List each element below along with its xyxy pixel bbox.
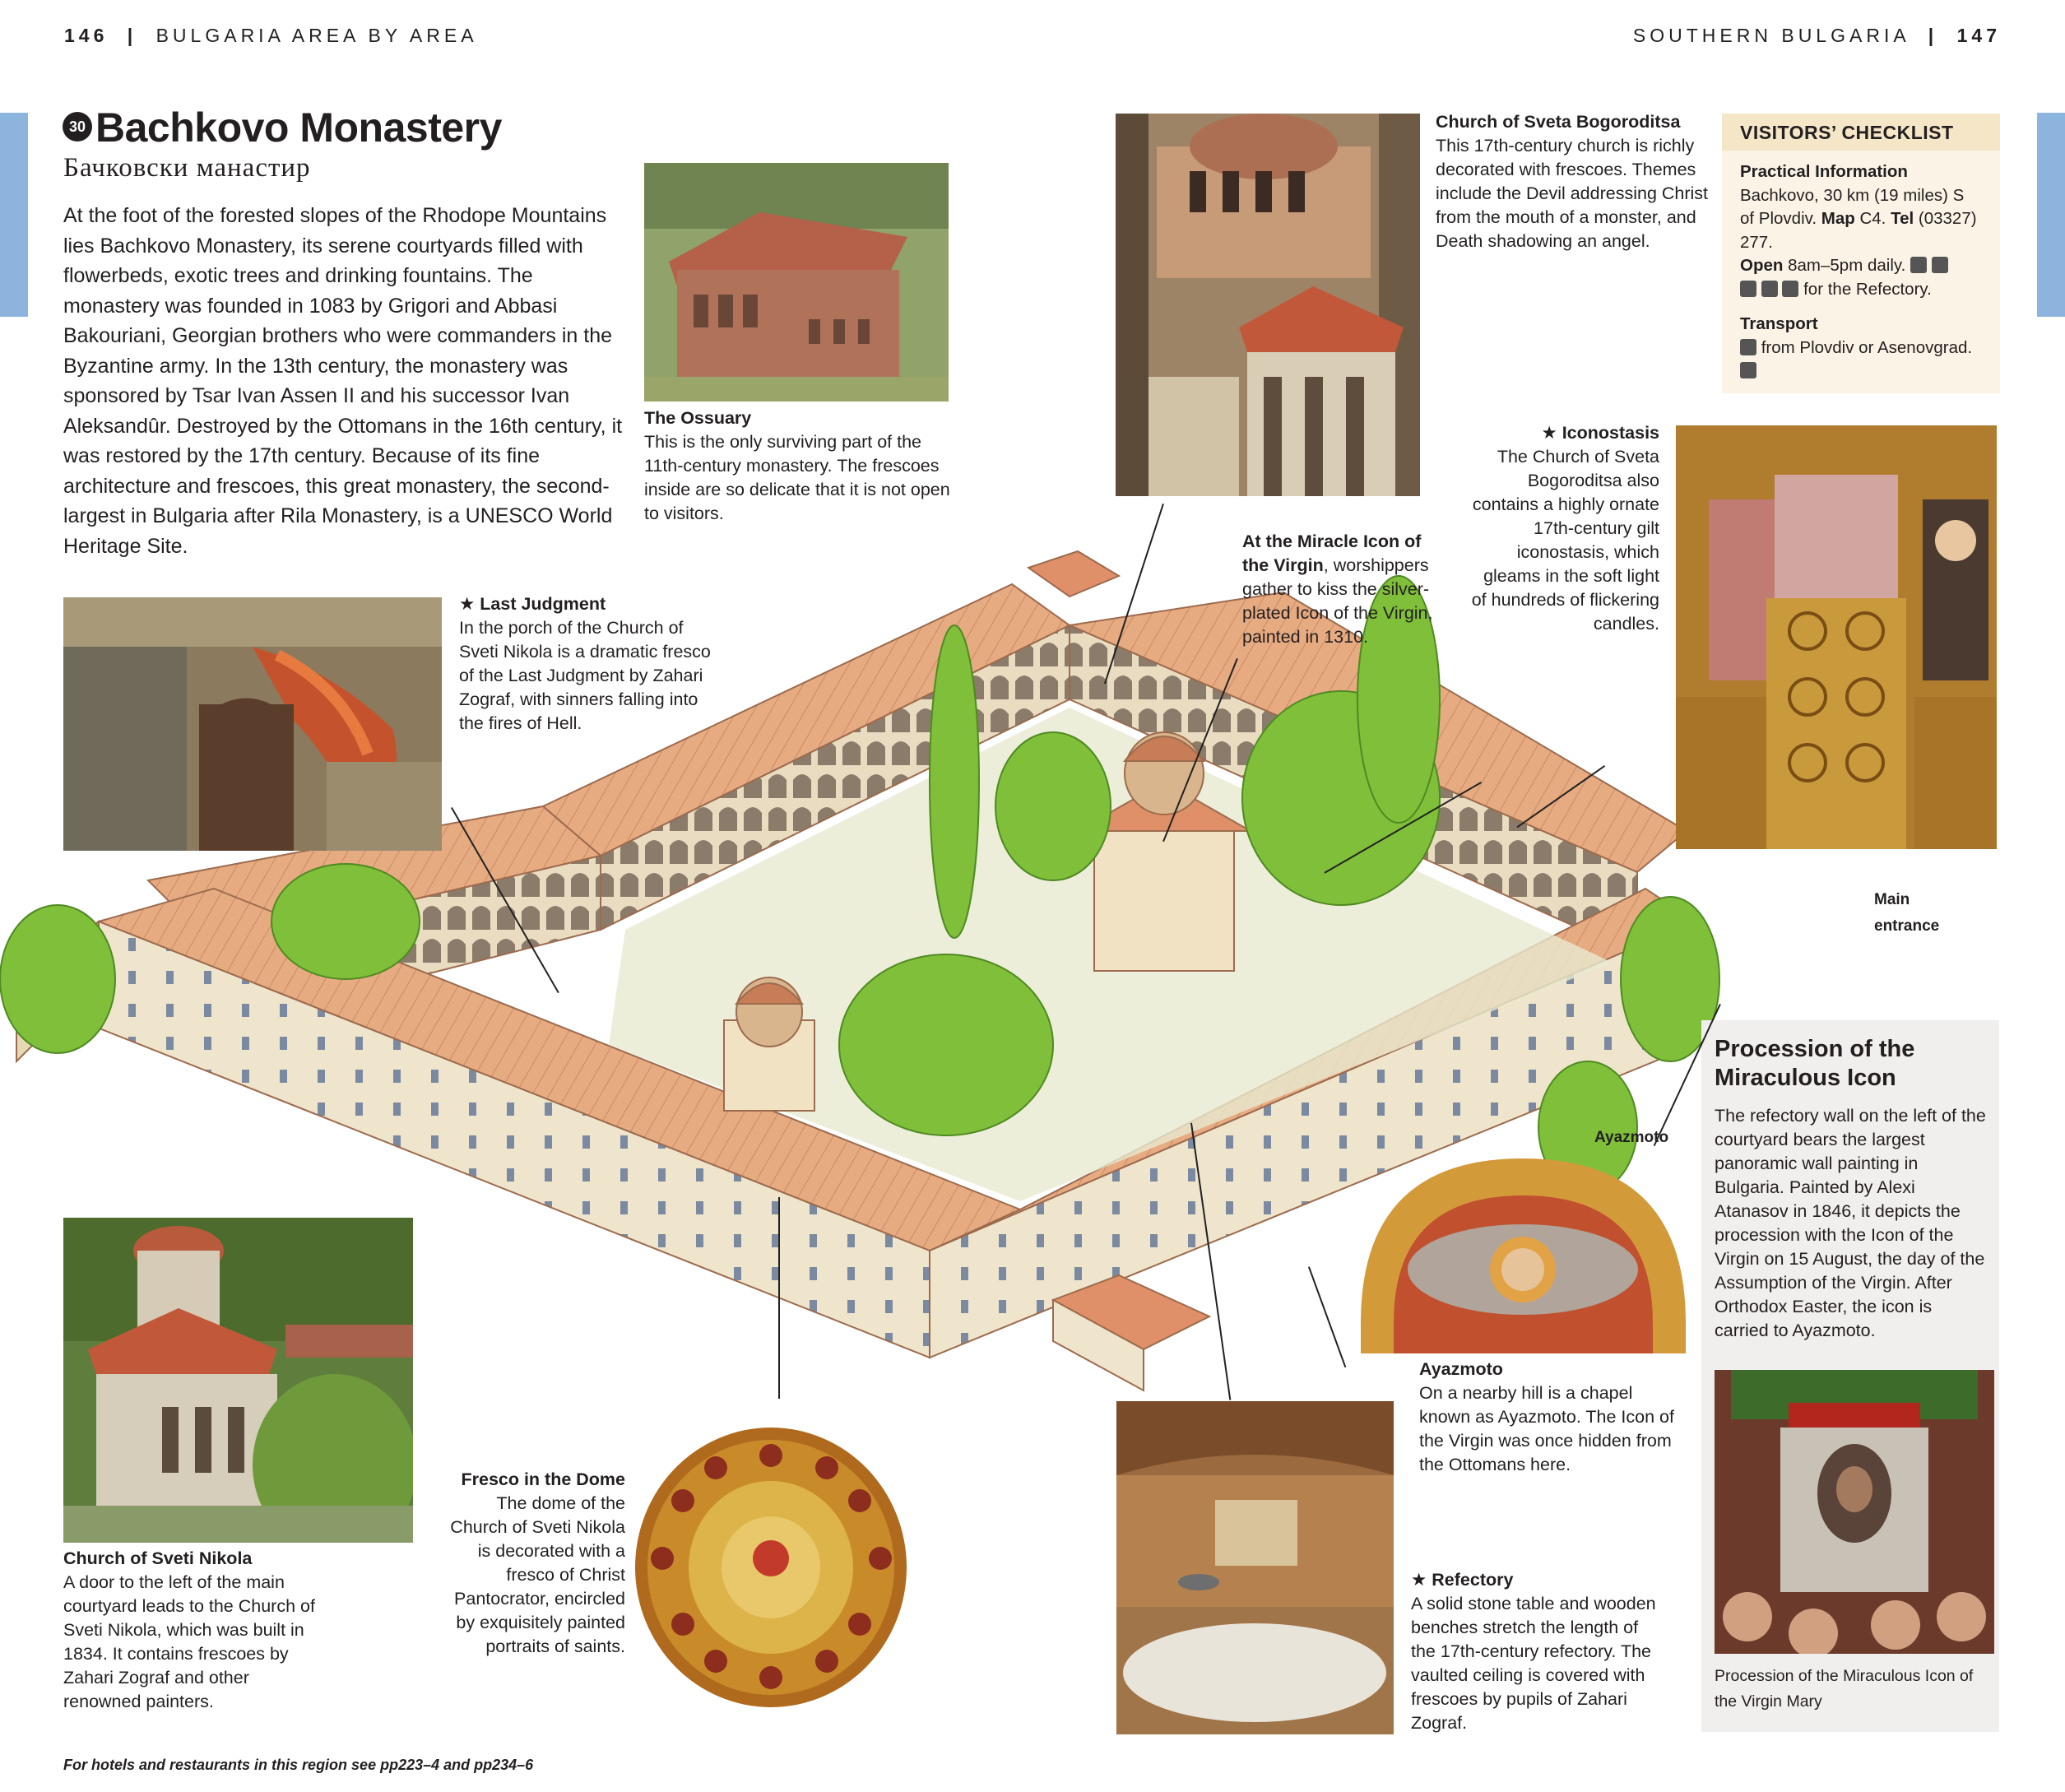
checklist-body: Practical Information Bachkovo, 30 km (1… (1722, 151, 2000, 383)
dome-caption-text: The dome of the Church of Sveti Nikola i… (450, 1493, 625, 1656)
ossuary-caption-title: The Ossuary (644, 408, 752, 428)
page-number-right: 147 (1956, 25, 2001, 46)
ayazmoto-caption-text: On a nearby hill is a chapel known as Ay… (1419, 1383, 1674, 1474)
section-title-right: SOUTHERN BULGARIA (1632, 25, 1910, 46)
checklist-address: Bachkovo, 30 km (19 miles) S of Plovdiv. (1740, 185, 1965, 229)
iconostasis-caption: ★ Iconostasis The Church of Sveta Bogoro… (1464, 421, 1659, 636)
procession-photo (1715, 1370, 1994, 1654)
native-title: Бачковски манастир (63, 153, 311, 183)
ayazmoto-caption-title: Ayazmoto (1419, 1359, 1503, 1379)
practical-heading: Practical Information (1740, 162, 1908, 181)
guide-icon (1761, 280, 1778, 297)
running-header-left: 146 | BULGARIA AREA BY AREA (64, 25, 478, 46)
section-title-left: BULGARIA AREA BY AREA (155, 25, 478, 46)
miracle-icon-caption: At the Miracle Icon of the Virgin, worsh… (1242, 530, 1448, 649)
sidebar-title: Procession of the Miraculous Icon (1715, 1036, 1915, 1091)
last-judgment-caption-text: In the porch of the Church of Sveti Niko… (459, 618, 711, 733)
transport-heading: Transport (1740, 314, 1818, 333)
transport-text: from Plovdiv or Asenovgrad. (1761, 337, 1973, 357)
shop-icon (1931, 257, 1948, 273)
section-tab-right (2037, 113, 2065, 317)
dome-caption: Fresco in the Dome The dome of the Churc… (444, 1468, 625, 1659)
refectory-caption: ★ Refectory A solid stone table and wood… (1411, 1568, 1658, 1735)
dome-caption-title: Fresco in the Dome (461, 1469, 625, 1489)
entry-number-badge: 30 (63, 112, 92, 142)
ayazmoto-fresco-photo (1361, 1158, 1686, 1353)
star-icon: ★ (1541, 423, 1557, 443)
refectory-note: for the Refectory. (1803, 279, 1932, 299)
tel-label: Tel (1891, 209, 1914, 228)
iconostasis-caption-text: The Church of Sveta Bogoroditsa also con… (1471, 447, 1659, 634)
last-judgment-photo (63, 597, 442, 851)
train-icon (1740, 362, 1756, 378)
page-number-left: 146 (64, 25, 109, 46)
camera-icon (1910, 257, 1928, 273)
dome-fresco-photo (633, 1427, 909, 1709)
sveti-nikola-photo (63, 1218, 413, 1543)
star-icon: ★ (1411, 1570, 1427, 1590)
footer-note: For hotels and restaurants in this regio… (63, 1757, 534, 1773)
sveti-nikola-caption: Church of Sveti Nikola A door to the lef… (63, 1547, 327, 1714)
map-label: Map (1821, 209, 1855, 228)
sidebar-text: The refectory wall on the left of the co… (1715, 1106, 1986, 1340)
wheelchair-icon (1740, 280, 1756, 297)
last-judgment-caption-title: Last Judgment (480, 594, 606, 614)
ayazmoto-label: Ayazmoto (1594, 1129, 1669, 1146)
running-header-right: SOUTHERN BULGARIA | 147 (1632, 25, 2001, 46)
last-judgment-caption: ★ Last Judgment In the porch of the Chur… (459, 592, 722, 736)
tel-value: (03327) 277. (1740, 209, 1977, 252)
miracle-icon-caption-title: At the Miracle Icon of the Virgin (1242, 532, 1422, 575)
page-title: Bachkovo Monastery (95, 104, 502, 151)
sveti-nikola-caption-text: A door to the left of the main courtyard… (63, 1572, 315, 1711)
checklist-heading: VISITORS’ CHECKLIST (1722, 114, 2000, 151)
map-value: C4. (1859, 209, 1886, 228)
ticket-icon (1782, 280, 1799, 297)
ossuary-caption-text: This is the only surviving part of the 1… (644, 432, 950, 523)
iconostasis-photo (1676, 425, 1997, 849)
bogoroditsa-photo (1116, 114, 1420, 496)
main-entrance-label: Main entrance (1874, 891, 1940, 935)
open-value: 8am–5pm daily. (1788, 256, 1906, 275)
bogoroditsa-caption-title: Church of Sveta Bogoroditsa (1436, 112, 1681, 132)
refectory-caption-title: Refectory (1432, 1570, 1514, 1590)
refectory-caption-text: A solid stone table and wooden benches s… (1411, 1594, 1656, 1733)
refectory-photo (1116, 1401, 1394, 1734)
ossuary-caption: The Ossuary This is the only surviving p… (644, 406, 957, 526)
procession-photo-caption: Procession of the Miraculous Icon of the… (1715, 1667, 1974, 1711)
bus-icon (1740, 338, 1756, 355)
intro-paragraph: At the foot of the forested slopes of th… (63, 204, 623, 558)
ayazmoto-caption: Ayazmoto On a nearby hill is a chapel kn… (1419, 1358, 1674, 1477)
leader-line (778, 1197, 780, 1399)
open-label: Open (1740, 256, 1784, 275)
procession-sidebar: Procession of the Miraculous Icon The re… (1701, 1020, 1999, 1732)
miracle-icon-caption-text: , worshippers gather to kiss the silver-… (1242, 555, 1433, 647)
monastery-illustration (0, 550, 1720, 1392)
visitors-checklist: VISITORS’ CHECKLIST Practical Informatio… (1722, 114, 2000, 393)
sveti-nikola-caption-title: Church of Sveti Nikola (63, 1548, 253, 1568)
bogoroditsa-caption: Church of Sveta Bogoroditsa This 17th-ce… (1436, 110, 1715, 253)
bogoroditsa-caption-text: This 17th-century church is richly decor… (1436, 136, 1709, 251)
iconostasis-caption-title: Iconostasis (1562, 423, 1659, 443)
star-icon: ★ (459, 594, 476, 614)
section-tab-left (0, 113, 28, 317)
ossuary-photo (644, 163, 949, 402)
